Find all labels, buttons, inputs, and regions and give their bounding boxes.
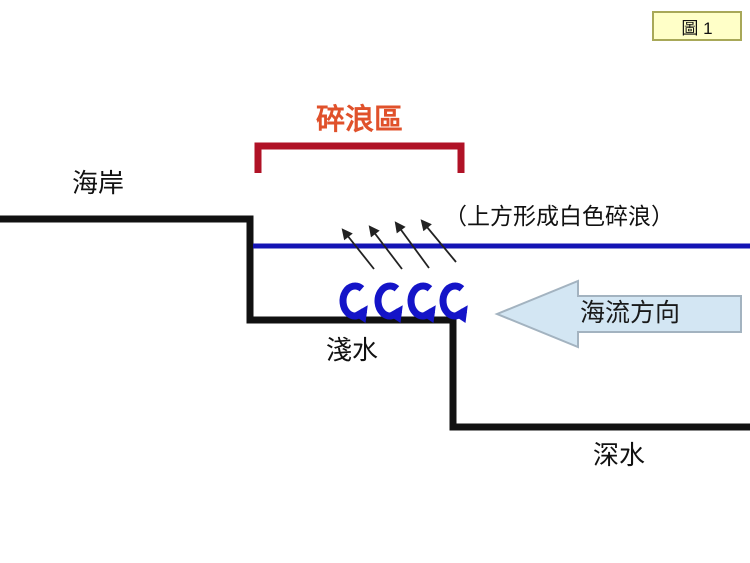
shallow-water-label: 淺水 <box>326 335 379 365</box>
seafloor-profile-line <box>0 215 750 431</box>
coast-label: 海岸 <box>72 168 125 198</box>
spray-arrow-icon <box>394 221 430 269</box>
wave-curl-icon <box>374 282 403 324</box>
wave-curl-icon <box>339 282 368 324</box>
figure-badge: 圖 1 <box>652 11 742 41</box>
current-direction-label: 海流方向 <box>580 299 681 327</box>
whitecaps-note: （上方形成白色碎浪） <box>444 203 674 229</box>
deep-water-label: 深水 <box>593 440 646 470</box>
spray-arrow-icon <box>341 228 375 270</box>
breaker-zone-label: 碎浪區 <box>315 104 403 136</box>
wave-curl-icon <box>439 282 468 324</box>
wave-curl-arrows <box>339 282 468 324</box>
spray-arrows <box>341 219 457 270</box>
spray-arrow-icon <box>420 219 457 263</box>
wave-curl-icon <box>407 282 436 324</box>
breaker-zone-bracket <box>254 142 465 173</box>
figure-badge-label: 圖 1 <box>681 18 713 38</box>
current-arrow-icon <box>494 279 742 349</box>
spray-arrow-icon <box>368 225 403 270</box>
